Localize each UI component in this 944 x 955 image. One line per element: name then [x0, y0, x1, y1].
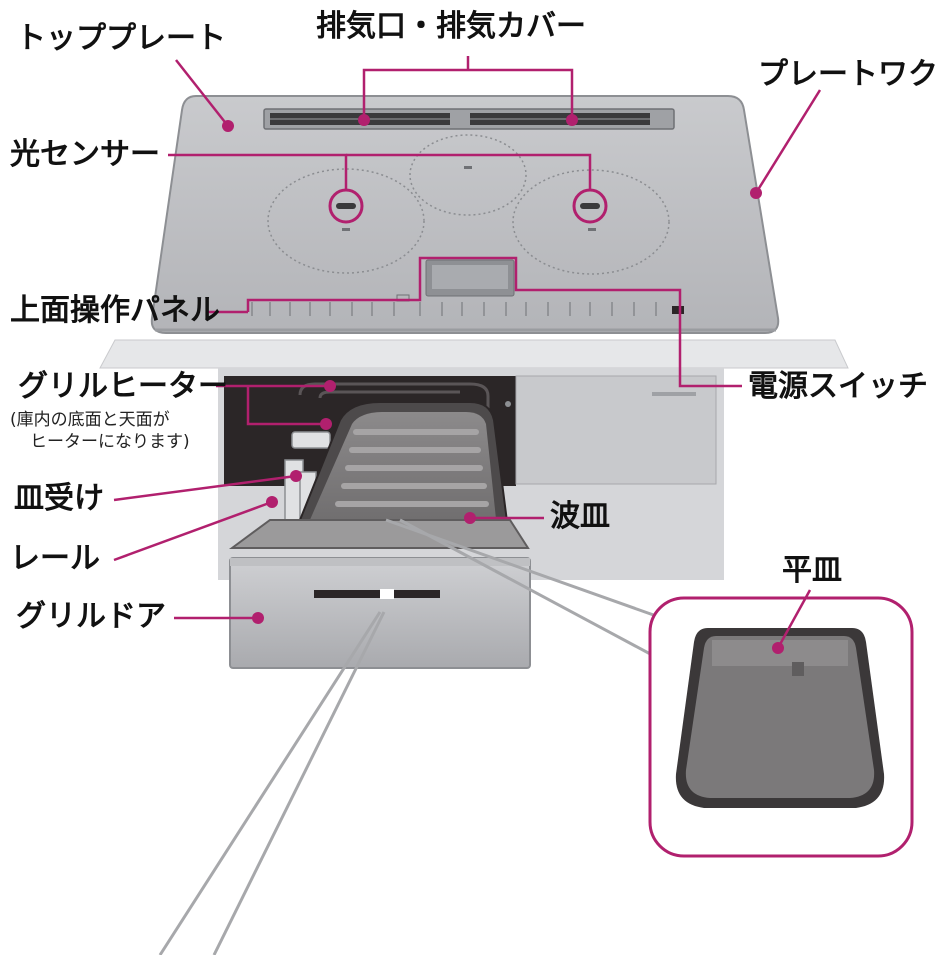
label-grill-heater-note-1: (庫内の底面と天面が: [10, 410, 170, 430]
zoom-lines: [158, 518, 663, 955]
burner-rings: [267, 134, 670, 275]
label-grill-door: グリルドア: [16, 599, 166, 634]
exhaust-vents: [263, 108, 675, 130]
heater-coil: [298, 382, 490, 420]
drawer-tray-rim: [228, 519, 530, 549]
center-display: [425, 259, 515, 297]
label-power-switch: 電源スイッチ: [748, 369, 928, 404]
label-grill-heater: グリルヒーター: [18, 369, 228, 404]
label-rail: レール: [10, 541, 100, 576]
counter-top: [99, 339, 849, 369]
label-light-sensor: 光センサー: [10, 137, 160, 172]
label-top-plate: トッププレート: [16, 21, 226, 56]
callout-dots: [222, 114, 784, 654]
label-drip-tray: 皿受け: [14, 481, 104, 516]
label-wave-tray: 波皿: [550, 499, 610, 534]
label-exhaust: 排気口・排気カバー: [316, 9, 586, 44]
power-switch-button: [672, 306, 684, 314]
flat-tray-inset: [648, 596, 914, 858]
label-control-panel: 上面操作パネル: [10, 293, 220, 328]
callout-lines: [113, 56, 822, 649]
label-plate-work: プレートワク: [758, 57, 938, 92]
label-grill-heater-note-2: ヒーターになります): [30, 432, 190, 452]
label-flat-tray: 平皿: [782, 553, 842, 588]
